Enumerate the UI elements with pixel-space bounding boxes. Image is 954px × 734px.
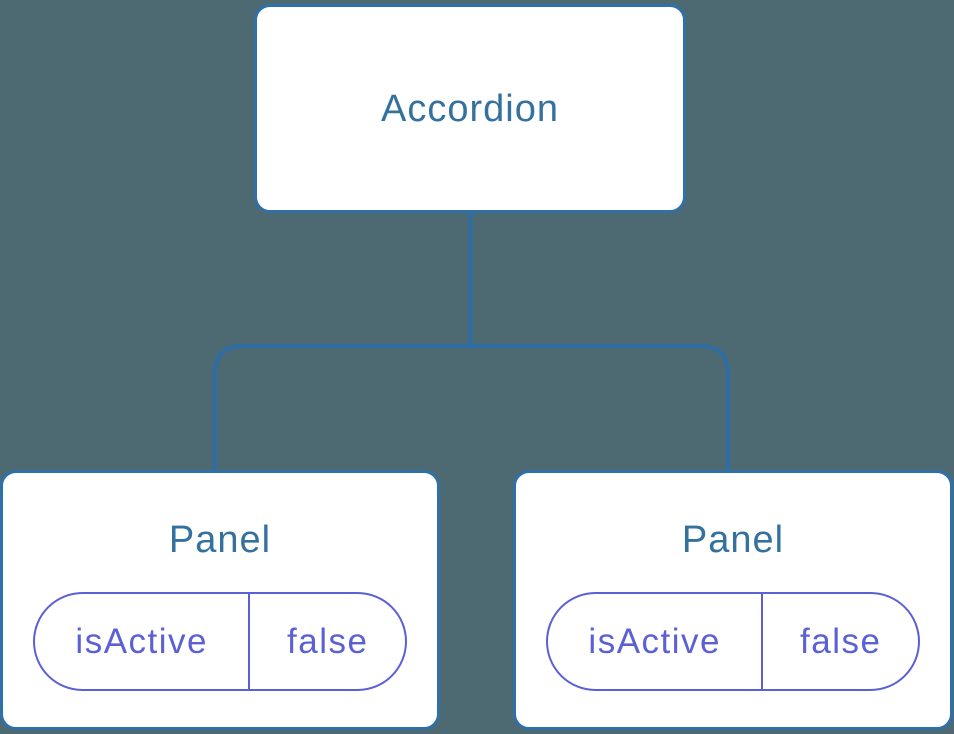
state-pill-2: isActive false [546,592,920,691]
state-key-2: isActive [548,594,764,689]
node-label-panel-1: Panel [168,519,272,561]
node-label-accordion: Accordion [381,87,559,130]
state-value-2: false [800,622,882,661]
connector-branch [213,344,730,472]
tree-node-panel-2: Panel isActive false [513,470,953,730]
node-label-panel-2: Panel [681,519,785,561]
state-key-1: isActive [35,594,251,689]
state-pill-1: isActive false [33,592,407,691]
state-value-1: false [287,622,369,661]
tree-node-accordion: Accordion [254,4,686,213]
tree-node-panel-1: Panel isActive false [0,470,440,730]
